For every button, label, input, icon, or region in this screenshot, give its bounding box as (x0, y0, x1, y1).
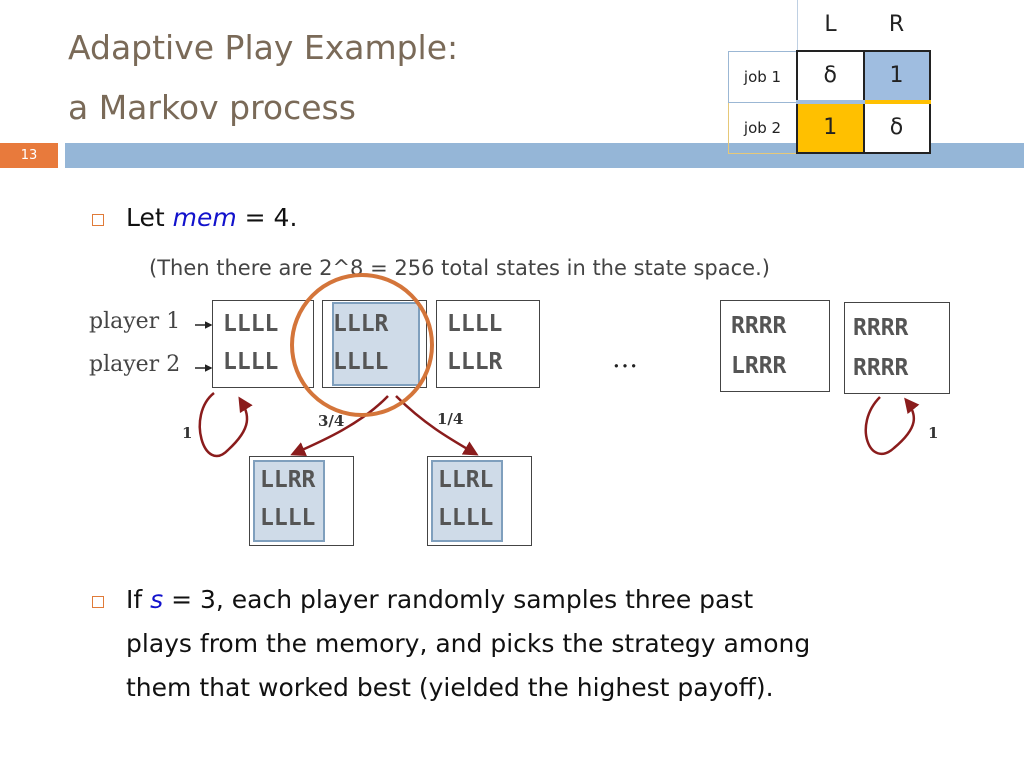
transition-arrow-right (395, 395, 479, 456)
state-box-lllr-llll: LLLR LLLL (322, 300, 427, 388)
prob-right-loop: 1 (928, 424, 939, 442)
bullet-marker (92, 214, 104, 226)
title-line-2: a Markov process (68, 88, 356, 127)
matrix-cell: 1 (796, 101, 865, 154)
prob-left-loop: 1 (182, 424, 193, 442)
state-p2: RRRR (853, 355, 909, 381)
state-p1: RRRR (731, 313, 787, 339)
matrix-cell: δ (862, 100, 931, 154)
bullet-2-line-3: them that worked best (yielded the highe… (126, 673, 774, 702)
state-p2: LLLL (438, 505, 494, 531)
highlight-region (332, 302, 420, 386)
prob-to-right: 1/4 (437, 410, 464, 428)
slide-number: 13 (0, 143, 58, 168)
state-p2: LLLL (333, 349, 389, 375)
left-self-loop-arrow (198, 392, 253, 458)
right-self-loop-arrow (864, 396, 920, 456)
bullet-2-line-1-rest: = 3, each player randomly samples three … (163, 585, 754, 614)
state-box-llrl-llll: LLRL LLLL (427, 456, 532, 546)
highlight-region (253, 460, 325, 542)
prob-to-left: 3/4 (318, 412, 345, 430)
matrix-row-label: job 1 (728, 50, 797, 103)
state-p1: RRRR (853, 315, 909, 341)
matrix-col-header: L (796, 0, 864, 51)
state-box-rrrr-rrrr: RRRR RRRR (844, 302, 950, 394)
state-p1: LLRR (260, 467, 316, 493)
state-p1: LLRL (438, 467, 494, 493)
state-box-rrrr-lrrr: RRRR LRRR (720, 300, 830, 392)
focus-circle (290, 273, 434, 417)
bullet-1-pre: Let (126, 203, 173, 232)
variable-s: s (150, 585, 164, 614)
state-p1: LLLR (333, 311, 389, 337)
player-2-label: player 2 (89, 352, 181, 377)
bullet-2-pre: If (126, 585, 151, 614)
transition-arrow-left (290, 395, 389, 456)
payoff-matrix: L R job 1 δ 1 job 2 1 δ (728, 0, 931, 154)
state-p2: LLLR (447, 349, 503, 375)
variable-mem: mem (172, 203, 237, 232)
bullet-1-text: Let mem = 4. (126, 196, 297, 240)
state-box-llll-lllr: LLLL LLLR (436, 300, 540, 388)
bullet-2-line-2: plays from the memory, and picks the str… (126, 629, 811, 658)
title-line-1: Adaptive Play Example: (68, 28, 459, 67)
matrix-col-header: R (888, 12, 905, 37)
state-p1: LLLL (447, 311, 503, 337)
state-box-llrr-llll: LLRR LLLL (249, 456, 354, 546)
state-p1: LLLL (223, 311, 279, 337)
bullet-1-post: = 4. (236, 203, 298, 232)
state-p2: LLLL (260, 505, 316, 531)
state-space-note: (Then there are 2^8 = 256 total states i… (149, 256, 770, 280)
matrix-cell: 1 (862, 50, 931, 103)
bullet-2-line-1: If s = 3, each player randomly samples t… (126, 578, 753, 622)
player-1-label: player 1 (89, 309, 181, 334)
highlight-region (431, 460, 503, 542)
state-p2: LRRR (731, 353, 787, 379)
matrix-row-label: job 2 (728, 101, 797, 154)
state-p2: LLLL (223, 349, 279, 375)
matrix-cell: δ (796, 50, 865, 104)
ellipsis: … (612, 344, 638, 374)
bullet-marker (92, 596, 104, 608)
